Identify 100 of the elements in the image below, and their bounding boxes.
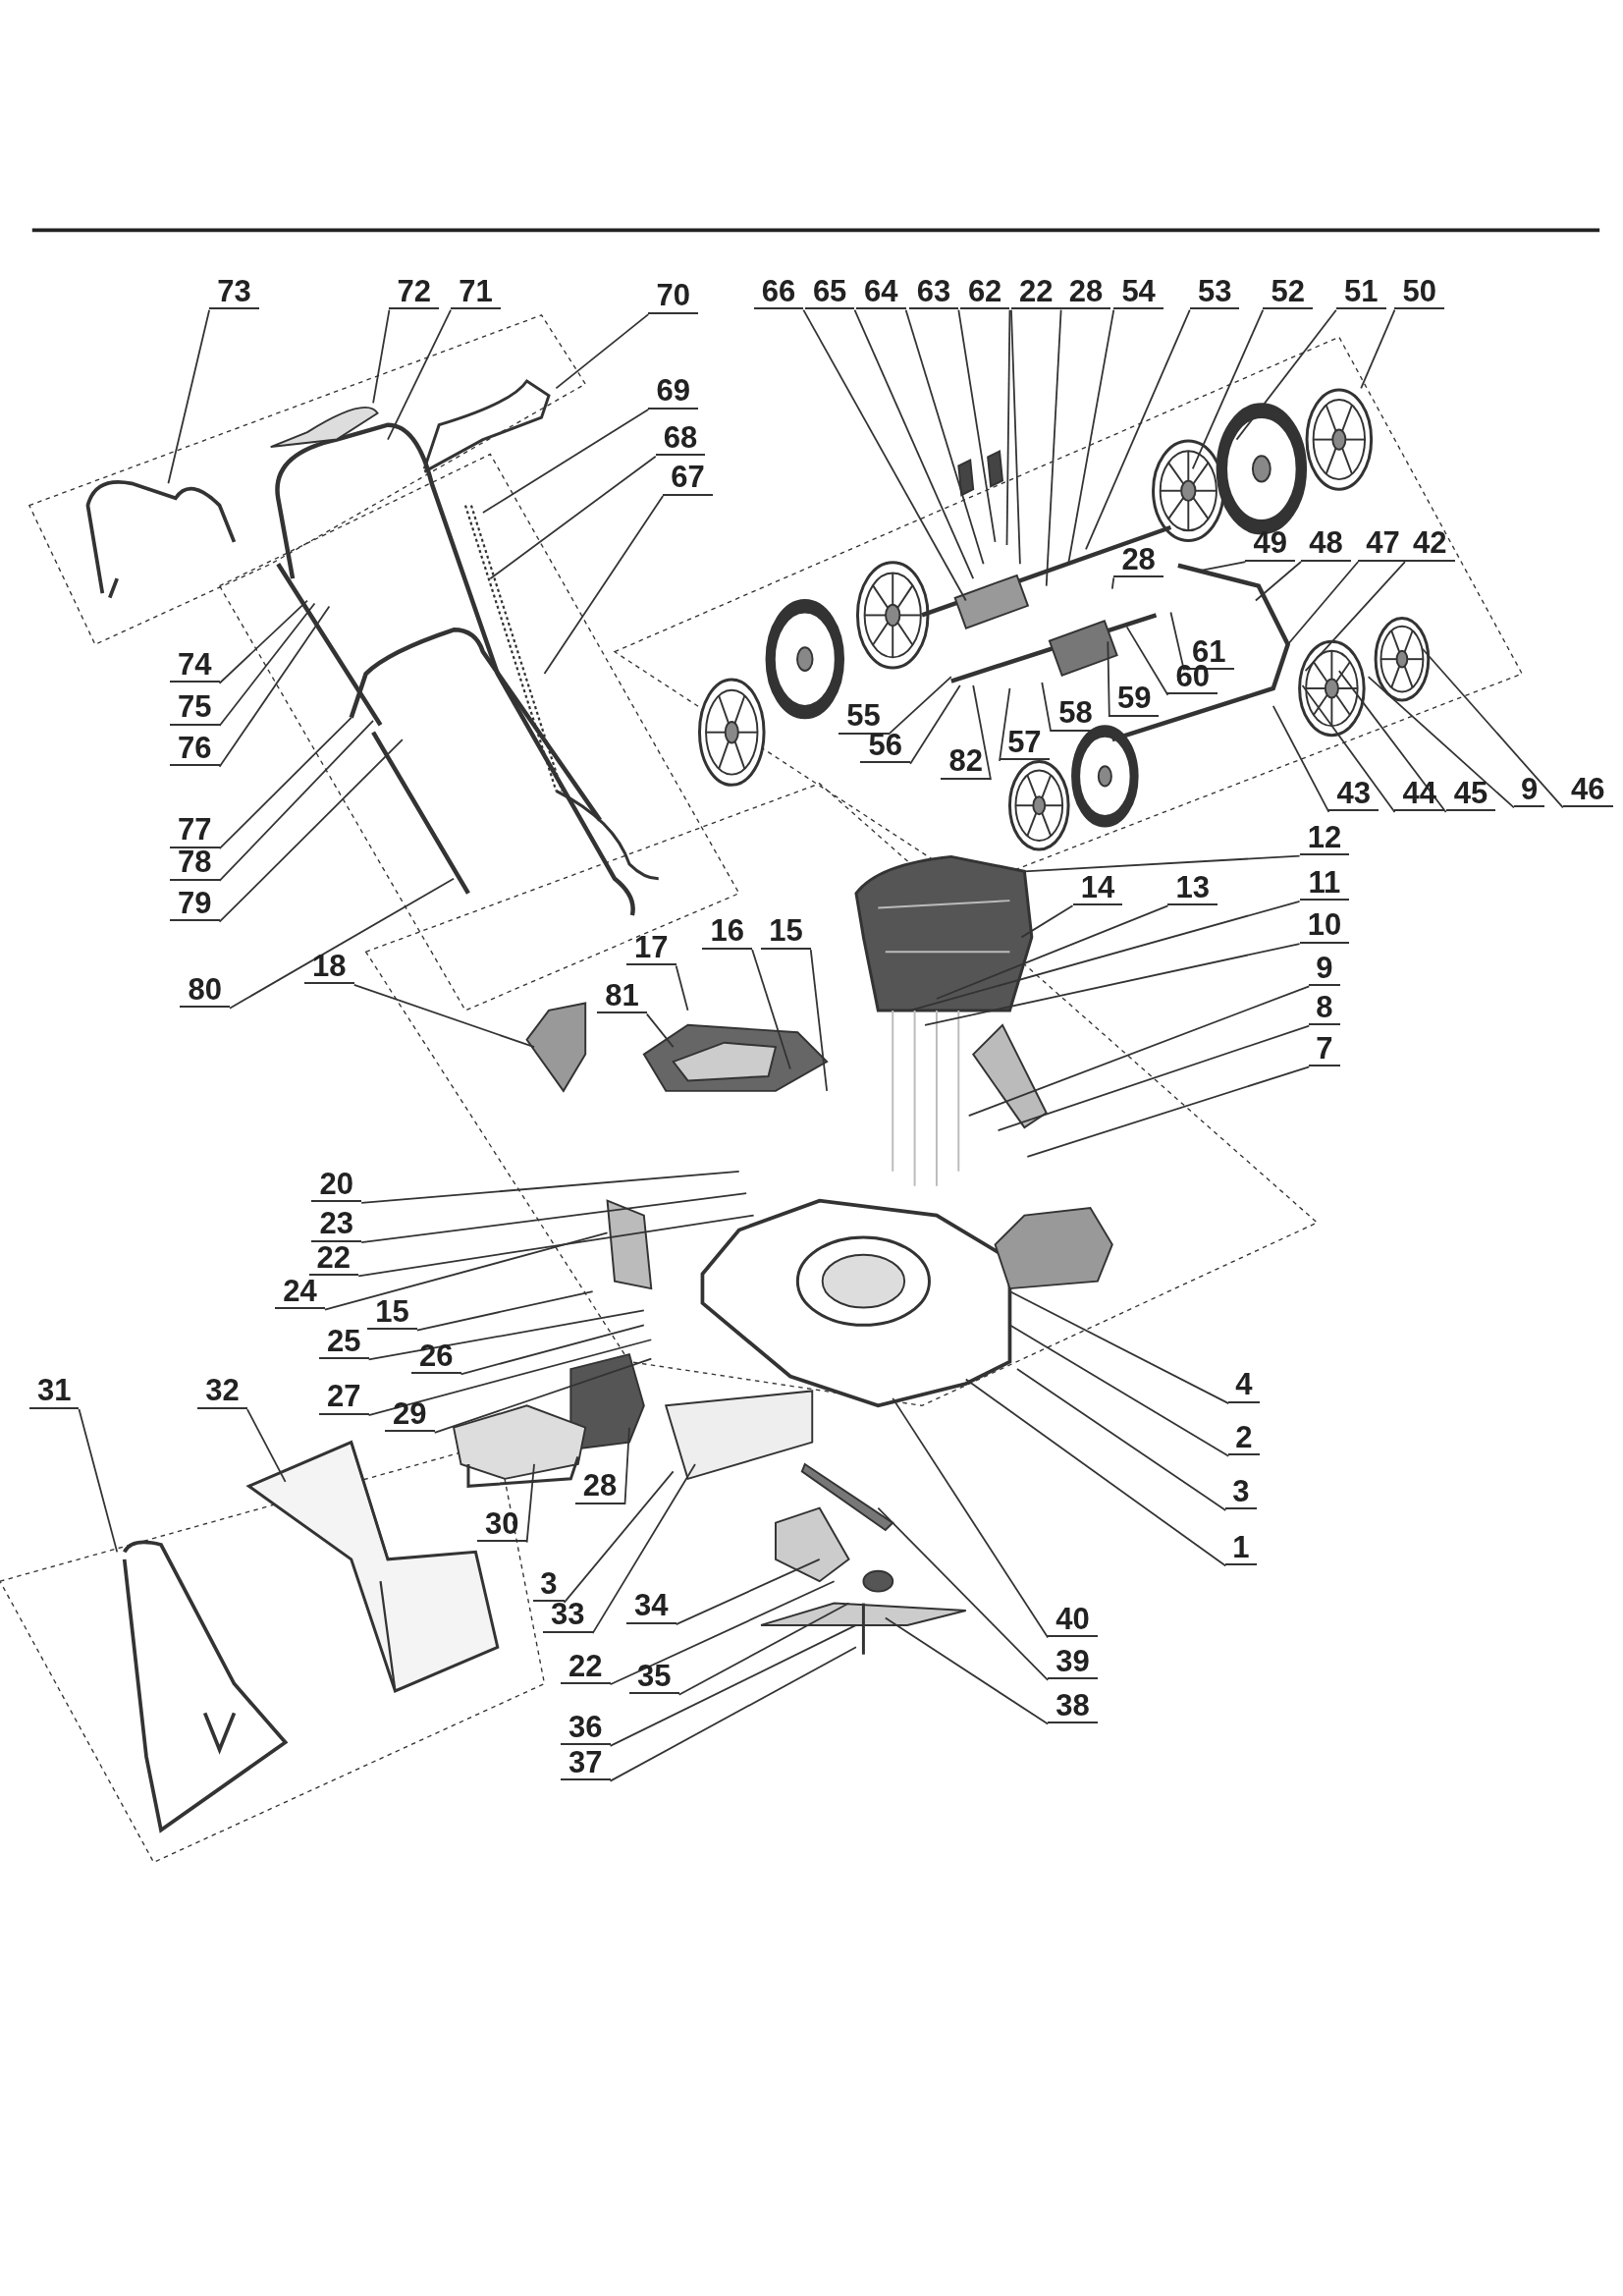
callout-number: 24 — [275, 1276, 325, 1310]
callout-number: 40 — [1048, 1603, 1098, 1638]
leader-line — [904, 308, 985, 566]
leader-line — [324, 1231, 609, 1311]
callout-number: 48 — [1301, 527, 1351, 562]
callout-number: 72 — [389, 275, 440, 310]
leader-line — [1016, 1368, 1227, 1511]
leader-line — [999, 687, 1011, 762]
leader-line — [997, 1024, 1311, 1131]
leader-line — [1008, 1290, 1230, 1404]
callout-number: 31 — [28, 1375, 80, 1409]
callout-number: 10 — [1299, 909, 1350, 944]
leader-line — [78, 1408, 119, 1554]
callout-number: 9 — [1513, 773, 1545, 807]
leader-line — [415, 1290, 594, 1332]
callout-number: 22 — [560, 1650, 611, 1684]
callout-number: 39 — [1048, 1646, 1098, 1680]
callout-number: 68 — [655, 422, 706, 457]
callout-number: 53 — [1189, 275, 1240, 310]
leader-line — [892, 1397, 1050, 1639]
leader-line — [957, 308, 997, 543]
leader-line — [1125, 626, 1169, 696]
callout-number: 34 — [625, 1590, 676, 1624]
leader-line — [1023, 854, 1301, 873]
callout-number: 32 — [197, 1375, 247, 1409]
callout-number: 69 — [648, 375, 698, 410]
callout-number: 81 — [597, 979, 647, 1014]
callout-number: 3 — [533, 1568, 565, 1603]
callout-number: 73 — [209, 275, 259, 310]
leader-line — [1191, 308, 1265, 470]
leader-line — [1045, 308, 1062, 587]
callout-number: 46 — [1562, 773, 1613, 807]
leader-line — [1337, 670, 1447, 813]
leader-line — [675, 964, 689, 1011]
leader-line — [909, 900, 1301, 1011]
leader-line — [936, 904, 1169, 1000]
callout-number: 28 — [1113, 543, 1163, 577]
callout-number: 29 — [385, 1398, 435, 1433]
callout-number: 13 — [1167, 871, 1218, 905]
callout-number: 77 — [169, 814, 220, 848]
leader-line — [1026, 1066, 1311, 1158]
callout-number: 44 — [1394, 778, 1445, 812]
leader-line — [367, 1309, 645, 1361]
callout-number: 4 — [1228, 1369, 1260, 1403]
leader-line — [360, 1192, 748, 1244]
callout-number: 75 — [169, 691, 220, 726]
leader-line — [1235, 308, 1337, 441]
callout-number: 54 — [1113, 275, 1163, 310]
leader-line — [1169, 611, 1185, 672]
leader-line — [623, 1426, 630, 1505]
leader-line — [1005, 308, 1011, 546]
leader-line — [1255, 561, 1302, 602]
leader-line — [751, 949, 791, 1070]
callout-number: 50 — [1394, 275, 1445, 310]
leader-line — [924, 943, 1301, 1026]
callout-number: 11 — [1299, 867, 1350, 902]
callout-number: 55 — [839, 700, 889, 735]
callout-number: 7 — [1309, 1032, 1340, 1066]
callout-number: 27 — [318, 1381, 369, 1415]
leader-line — [1301, 684, 1396, 813]
leader-line — [218, 602, 316, 727]
callout-number: 58 — [1051, 697, 1101, 732]
leader-line — [1107, 640, 1110, 718]
callout-number: 38 — [1048, 1689, 1098, 1724]
leader-line — [964, 1378, 1227, 1567]
leader-line — [460, 1324, 645, 1376]
callout-number: 52 — [1263, 275, 1313, 310]
leader-line — [1360, 308, 1396, 390]
leader-line — [645, 1012, 675, 1049]
leader-line — [387, 308, 452, 441]
callout-number: 28 — [1060, 275, 1111, 310]
leader-line — [1020, 904, 1074, 939]
callout-number: 28 — [574, 1470, 625, 1504]
leader-line — [218, 605, 331, 768]
leader-line — [877, 1506, 1050, 1681]
callout-number: 1 — [1225, 1531, 1257, 1566]
callout-number: 51 — [1335, 275, 1386, 310]
leader-line — [677, 1602, 850, 1696]
leader-line — [1421, 647, 1564, 809]
leader-line — [352, 983, 535, 1049]
leader-line — [1110, 576, 1115, 590]
leader-line — [360, 1170, 740, 1204]
leader-line — [218, 716, 352, 850]
callout-number: 47 — [1358, 527, 1408, 562]
leader-line — [591, 1463, 696, 1634]
callout-number: 17 — [625, 931, 676, 965]
leader-line — [246, 1408, 287, 1483]
leader-line — [372, 308, 391, 405]
leader-line — [609, 1624, 857, 1747]
leader-line — [853, 308, 975, 580]
callout-number: 14 — [1072, 871, 1123, 905]
callout-number: 15 — [367, 1295, 417, 1331]
leader-line — [433, 1357, 653, 1434]
callout-number: 80 — [180, 973, 230, 1009]
callout-number: 82 — [941, 745, 992, 780]
callout-number: 70 — [648, 280, 698, 314]
callout-number: 45 — [1445, 778, 1496, 812]
leader-line — [972, 684, 992, 782]
leader-line — [525, 1463, 535, 1544]
leader-line — [1196, 561, 1247, 573]
